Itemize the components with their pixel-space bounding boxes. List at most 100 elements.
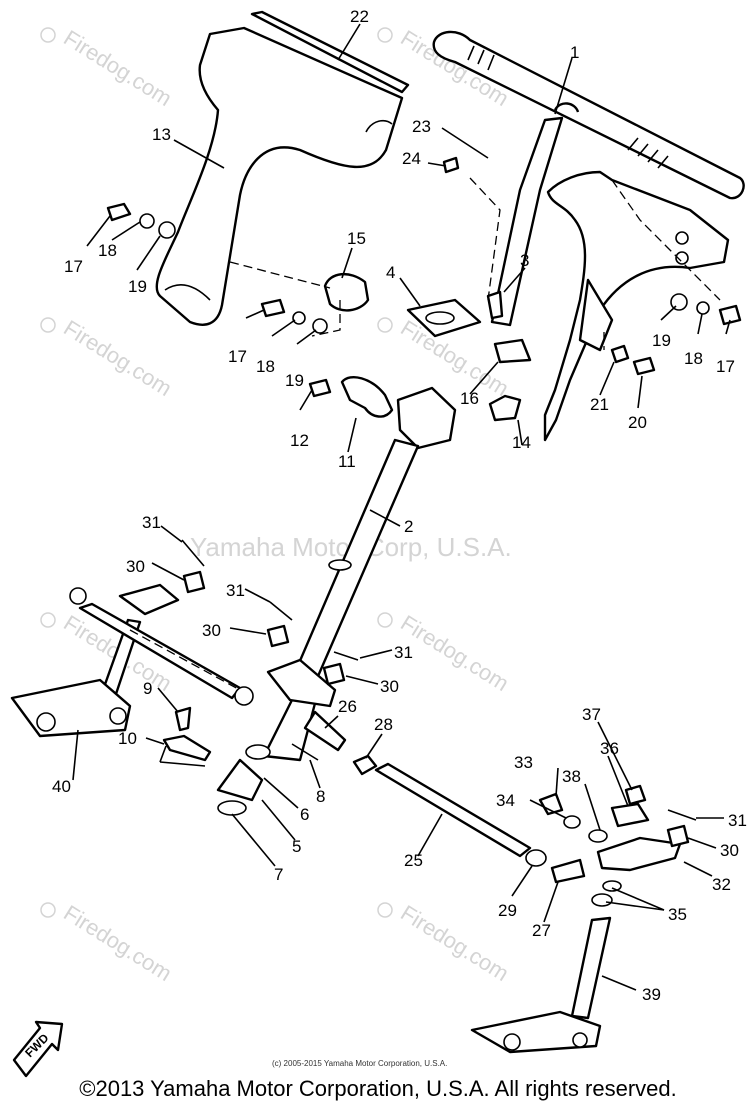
part-17-bolt xyxy=(106,202,132,222)
callout-15: 15 xyxy=(347,229,366,248)
part-10-arm xyxy=(162,734,212,762)
callout-5: 5 xyxy=(292,837,301,856)
part-31-cotter-pin xyxy=(181,539,205,567)
part-column-holder xyxy=(396,386,457,450)
watermark-layer: Firedog.com Firedog.com Firedog.com Fire… xyxy=(40,25,513,986)
callout-7: 7 xyxy=(274,865,283,884)
part-30-nut xyxy=(666,824,690,848)
callout-13: 13 xyxy=(152,125,171,144)
callout-33: 33 xyxy=(514,753,533,772)
callout-31d: 31 xyxy=(728,811,747,830)
part-28-nut xyxy=(352,754,378,776)
callout-39: 39 xyxy=(642,985,661,1004)
part-37-nut xyxy=(624,784,647,806)
callout-8: 8 xyxy=(316,787,325,806)
part-12-bolt xyxy=(308,378,332,398)
callout-18b: 18 xyxy=(256,357,275,376)
part-18-washer xyxy=(696,301,710,315)
part-13-handlebar-cover xyxy=(155,26,404,326)
part-3-bolt xyxy=(486,290,504,320)
callout-30a: 30 xyxy=(126,557,145,576)
part-24-clip xyxy=(442,156,460,174)
callout-24: 24 xyxy=(402,149,421,168)
callout-23: 23 xyxy=(412,117,431,136)
part-8-pin xyxy=(291,743,319,761)
callout-labels: 1 2 3 4 5 6 7 8 9 10 11 12 13 14 15 16 1… xyxy=(52,7,747,1004)
part-29-nut xyxy=(525,849,547,867)
part-17-bolt xyxy=(260,298,286,318)
callout-38: 38 xyxy=(562,767,581,786)
callout-6: 6 xyxy=(300,805,309,824)
callout-29: 29 xyxy=(498,901,517,920)
callout-27: 27 xyxy=(532,921,551,940)
part-39-right-spindle xyxy=(470,916,612,1054)
part-5-pitman-arm xyxy=(216,758,264,802)
part-25-tie-rod xyxy=(374,762,532,858)
small-copyright-notice: (c) 2005-2015 Yamaha Motor Corporation, … xyxy=(272,1059,447,1068)
part-19-nut xyxy=(312,318,328,334)
part-22-cover-strip xyxy=(250,10,410,94)
callout-21: 21 xyxy=(590,395,609,414)
part-7-washer xyxy=(217,800,247,816)
callout-20: 20 xyxy=(628,413,647,432)
callout-30c: 30 xyxy=(380,677,399,696)
callout-22: 22 xyxy=(350,7,369,26)
watermark-text: Firedog.com xyxy=(59,25,176,111)
part-30-nut xyxy=(182,570,206,594)
callout-30d: 30 xyxy=(720,841,739,860)
callout-19c: 19 xyxy=(652,331,671,350)
part-31-cotter-pin xyxy=(667,809,697,821)
part-15-holder xyxy=(323,273,370,312)
leader-lines xyxy=(72,23,731,991)
part-17-bolt xyxy=(718,304,742,326)
callout-17a: 17 xyxy=(64,257,83,276)
watermark-tile: Firedog.com xyxy=(40,900,176,986)
part-33-bolt xyxy=(538,792,564,816)
watermark-text: Firedog.com xyxy=(396,610,513,696)
callout-10: 10 xyxy=(118,729,137,748)
callout-36: 36 xyxy=(600,739,619,758)
part-19-nut xyxy=(158,221,176,239)
callout-11: 11 xyxy=(338,452,356,471)
part-9-bolt xyxy=(174,706,192,732)
part-11-clamp xyxy=(340,376,394,418)
callout-30b: 30 xyxy=(202,621,221,640)
part-18-washer xyxy=(139,213,155,229)
callout-40: 40 xyxy=(52,777,71,796)
part-31-cotter-pin xyxy=(269,601,293,621)
part-21-nut xyxy=(610,344,630,364)
callout-3: 3 xyxy=(520,251,529,270)
callout-2: 2 xyxy=(404,517,413,536)
callout-1: 1 xyxy=(570,43,579,62)
callout-17c: 17 xyxy=(716,357,735,376)
part-6-collar xyxy=(245,744,271,760)
part-30-nut xyxy=(266,624,290,648)
callout-31c: 31 xyxy=(394,643,413,662)
part-27-tie-rod-end xyxy=(550,858,586,884)
part-36-plate xyxy=(610,802,650,828)
callout-4: 4 xyxy=(386,263,395,282)
callout-14: 14 xyxy=(512,433,531,452)
part-40-left-spindle xyxy=(10,583,180,738)
part-31-cotter-pin xyxy=(333,651,359,661)
callout-17b: 17 xyxy=(228,347,247,366)
part-18-washer xyxy=(292,311,306,325)
part-34-collar xyxy=(563,815,581,829)
fwd-arrow-icon: FWD xyxy=(12,1020,64,1078)
watermark-text: Firedog.com xyxy=(59,315,176,401)
part-35-washer xyxy=(591,893,613,907)
watermark-tile: Firedog.com xyxy=(377,900,513,986)
callout-34: 34 xyxy=(496,791,515,810)
part-20-bolt xyxy=(632,356,656,376)
part-1-handlebar xyxy=(432,30,745,327)
callout-25: 25 xyxy=(404,851,423,870)
part-26-tie-rod-end xyxy=(303,710,347,752)
part-16-bracket xyxy=(493,338,532,364)
watermark-tile: Firedog.com xyxy=(40,315,176,401)
watermark-text: Firedog.com xyxy=(59,900,176,986)
copyright-footer: ©2013 Yamaha Motor Corporation, U.S.A. A… xyxy=(79,1076,677,1101)
callout-35: 35 xyxy=(668,905,687,924)
callout-37: 37 xyxy=(582,705,601,724)
callout-19b: 19 xyxy=(285,371,304,390)
